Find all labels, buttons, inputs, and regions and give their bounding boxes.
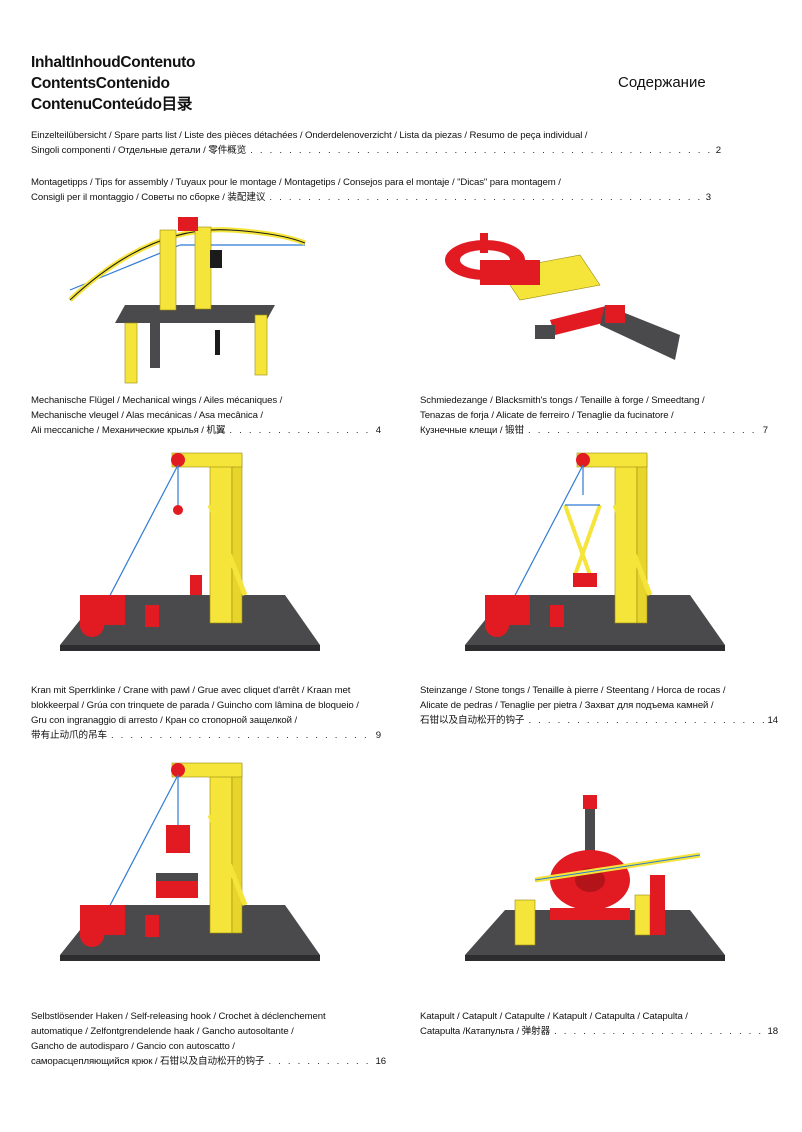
leader-dots — [528, 713, 763, 728]
self-releasing-hook-illustration — [60, 762, 320, 961]
toc-entry-crane[interactable]: Kran mit Sperrklinke / Crane with pawl /… — [31, 683, 381, 743]
toc-tongs-line-1: Schmiedezange / Blacksmith's tongs / Ten… — [420, 395, 705, 406]
toc-hook-line-4: саморасцепляющийся крюк / 石钳以及自动松开的钩子 — [31, 1056, 265, 1067]
leader-dots — [528, 423, 759, 438]
toc-hook-line-2: automatique / Zelfontgrendelende haak / … — [31, 1026, 294, 1037]
toc-tongs-line-3: Кузнечные клещи / 锻钳 — [420, 425, 524, 436]
toc-crane-line-4: 带有止动爪的吊车 — [31, 730, 107, 741]
leader-dots — [229, 423, 371, 438]
toc-entry-parts[interactable]: Einzelteilübersicht / Spare parts list /… — [31, 128, 721, 158]
contents-title-block: InhaltInhoudContenuto ContentsContenido … — [31, 52, 195, 115]
toc-wings-page: 4 — [375, 425, 381, 436]
toc-hook-line-1: Selbstlösender Haken / Self-releasing ho… — [31, 1011, 326, 1022]
toc-tips-line-2: Consigli per il montaggio / Советы по сб… — [31, 192, 266, 203]
toc-catapult-page: 18 — [767, 1026, 779, 1037]
toc-parts-line-2: Singoli componenti / Отдельные детали / … — [31, 145, 247, 156]
crane-with-pawl-illustration — [60, 452, 320, 651]
title-line-2: ContentsContenido — [31, 75, 170, 92]
toc-tips-line-1: Montagetipps / Tips for assembly / Tuyau… — [31, 177, 561, 188]
toc-entry-catapult[interactable]: Katapult / Catapult / Catapulte / Katapu… — [420, 1009, 778, 1039]
toc-stone-line-3: 石钳以及自动松开的钩子 — [420, 715, 525, 726]
toc-wings-line-1: Mechanische Flügel / Mechanical wings / … — [31, 395, 283, 406]
title-line-3: ContenuConteúdo目录 — [31, 96, 193, 113]
toc-crane-line-3: Gru con ingranaggio di arresto / Кран со… — [31, 715, 298, 726]
toc-catapult-line-1: Katapult / Catapult / Catapulte / Katapu… — [420, 1011, 688, 1022]
toc-parts-page: 2 — [715, 145, 721, 156]
leader-dots — [269, 190, 701, 205]
toc-crane-page: 9 — [375, 730, 381, 741]
toc-crane-line-2: blokkeerpal / Grúa con trinquete de para… — [31, 700, 359, 711]
toc-entry-wings[interactable]: Mechanische Flügel / Mechanical wings / … — [31, 393, 381, 438]
title-russian: Содержание — [618, 74, 706, 91]
leader-dots — [268, 1054, 371, 1069]
toc-hook-page: 16 — [375, 1056, 387, 1067]
title-line-1: InhaltInhoudContenuto — [31, 54, 196, 71]
toc-parts-line-1: Einzelteilübersicht / Spare parts list /… — [31, 130, 588, 141]
toc-wings-line-2: Mechanische vleugel / Alas mecánicas / A… — [31, 410, 263, 421]
toc-entry-stone[interactable]: Steinzange / Stone tongs / Tenaille à pi… — [420, 683, 778, 728]
toc-catapult-line-2: Catapulta /Катапульта / 弹射器 — [420, 1026, 551, 1037]
toc-entry-tips[interactable]: Montagetipps / Tips for assembly / Tuyau… — [31, 175, 711, 205]
toc-wings-line-3: Ali meccaniche / Механические крылья / 机… — [31, 425, 226, 436]
toc-entry-hook[interactable]: Selbstlösender Haken / Self-releasing ho… — [31, 1009, 386, 1069]
toc-tongs-page: 7 — [762, 425, 768, 436]
stone-tongs-illustration — [465, 452, 725, 651]
toc-crane-line-1: Kran mit Sperrklinke / Crane with pawl /… — [31, 685, 351, 696]
leader-dots — [250, 143, 712, 158]
toc-stone-line-2: Alicate de pedras / Tenaglie per pietra … — [420, 700, 714, 711]
leader-dots — [111, 728, 372, 743]
toc-hook-line-3: Gancho de autodisparo / Gancio con autos… — [31, 1041, 235, 1052]
catapult-illustration — [465, 795, 725, 961]
toc-stone-line-1: Steinzange / Stone tongs / Tenaille à pi… — [420, 685, 726, 696]
toc-stone-page: 14 — [767, 715, 779, 726]
mechanical-wings-illustration — [68, 217, 306, 384]
toc-tips-page: 3 — [705, 192, 711, 203]
toc-tongs-line-2: Tenazas de forja / Alicate de ferreiro /… — [420, 410, 674, 421]
toc-entry-tongs[interactable]: Schmiedezange / Blacksmith's tongs / Ten… — [420, 393, 768, 438]
leader-dots — [554, 1024, 763, 1039]
blacksmith-tongs-illustration — [445, 233, 680, 360]
